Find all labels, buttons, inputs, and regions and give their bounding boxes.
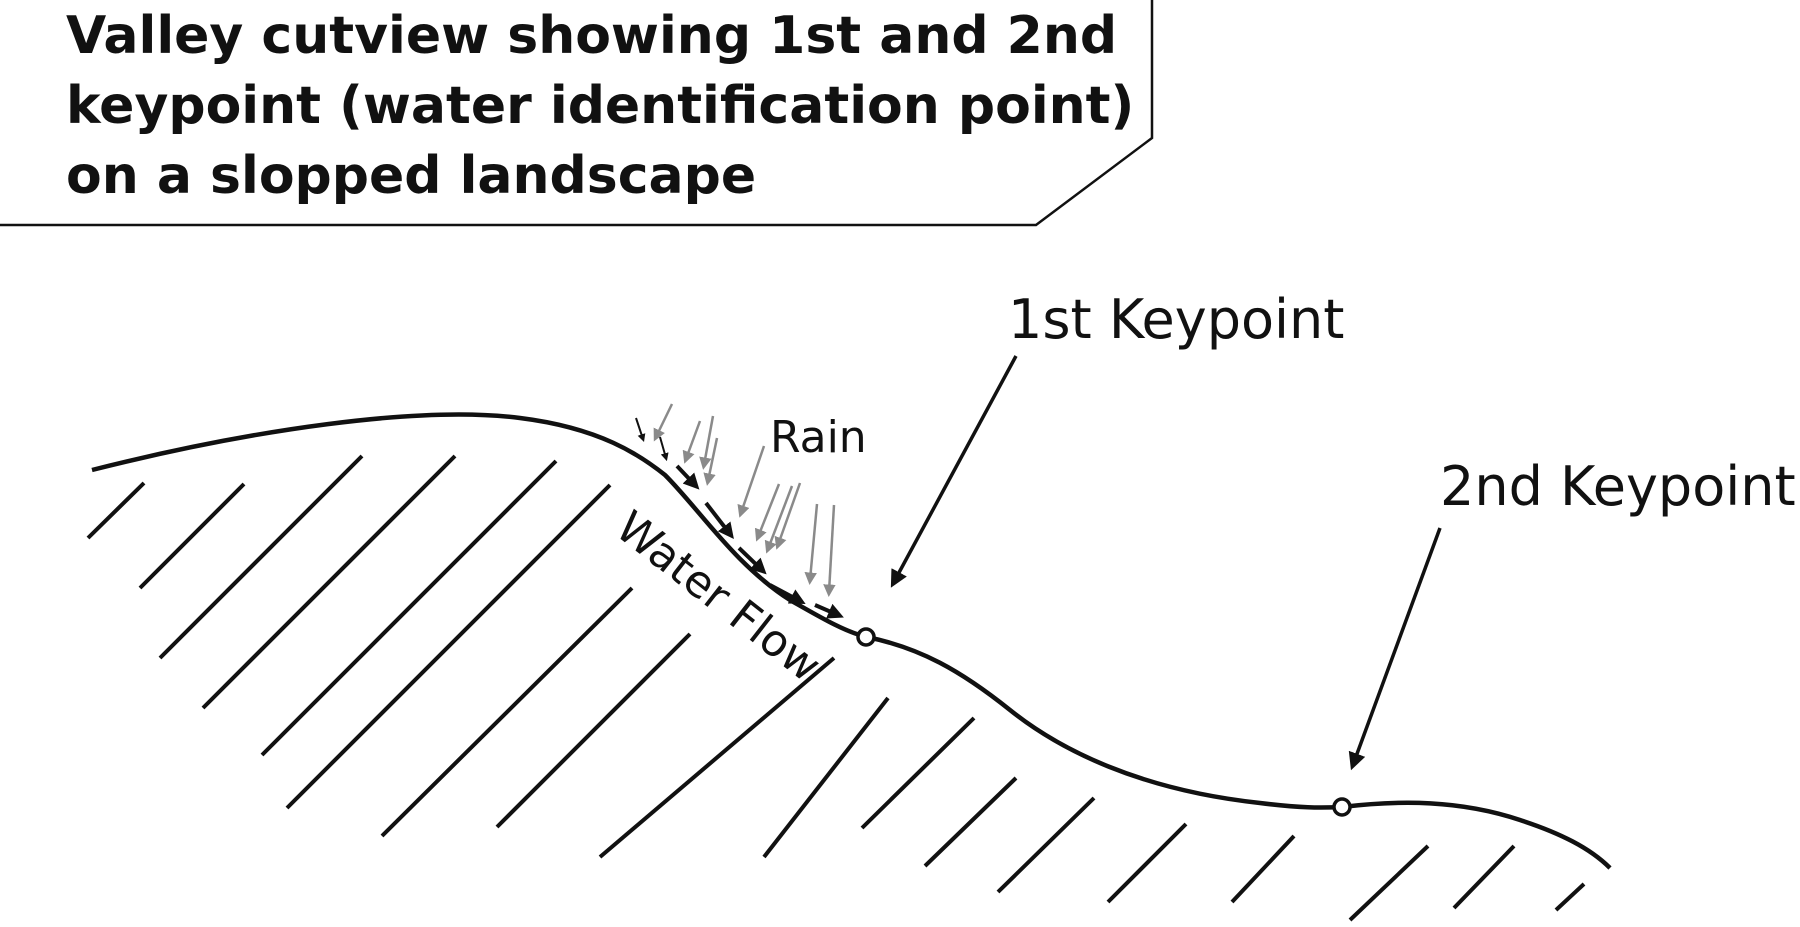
- hatch-line: [285, 483, 612, 810]
- hatch-line: [86, 481, 146, 540]
- title-line-3: on a slopped landscape: [66, 146, 756, 206]
- flow-arrow: [769, 583, 806, 605]
- rain-arrows: [653, 403, 836, 597]
- hatch-line: [923, 776, 1018, 868]
- hatch-line: [860, 716, 976, 830]
- keypoint-2-marker: [1332, 797, 1352, 817]
- hatch-line: [1230, 834, 1296, 904]
- rain-arrow: [804, 503, 819, 585]
- rain-streaks: [635, 417, 669, 462]
- hatch-line: [1554, 882, 1586, 912]
- ground-profile: [91, 412, 1612, 870]
- title-box-border: [0, 0, 1154, 227]
- hatch-line: [996, 796, 1096, 894]
- rain-arrow: [774, 482, 802, 550]
- hatch-line: [1452, 844, 1516, 910]
- rain-arrow: [754, 483, 781, 542]
- hatch-line: [1348, 844, 1430, 922]
- rain-arrow: [699, 415, 715, 470]
- hatch-line: [762, 696, 890, 859]
- hatch-line: [598, 656, 836, 859]
- water-flow-label: Water Flow: [606, 501, 830, 692]
- hatch-line: [1106, 822, 1188, 904]
- rain-streak: [635, 417, 646, 443]
- keypoint-2-pointer: [1348, 527, 1442, 771]
- rain-arrow: [703, 437, 719, 486]
- title-box: Valley cutview showing 1st and 2nd keypo…: [0, 0, 1154, 227]
- flow-arrow: [704, 501, 734, 540]
- keypoint-1-marker: [856, 627, 876, 647]
- keypoint-2-label: 2nd Keypoint: [1440, 455, 1796, 518]
- title-line-2: keypoint (water identification point): [66, 76, 1134, 136]
- hatch-line: [260, 459, 558, 757]
- flow-arrow: [737, 546, 767, 575]
- rain-arrow: [823, 504, 836, 597]
- rain-streak: [659, 436, 669, 462]
- flow-arrow: [814, 603, 844, 619]
- hatch-line: [158, 454, 364, 660]
- keypoint-1-label: 1st Keypoint: [1008, 288, 1344, 351]
- hatch-line: [201, 454, 457, 710]
- hatch-line: [138, 482, 246, 590]
- title-line-1: Valley cutview showing 1st and 2nd: [66, 6, 1117, 66]
- ground-hatching: [86, 454, 1586, 922]
- rain-arrow: [764, 485, 794, 554]
- hatch-line: [495, 632, 692, 829]
- rain-arrow: [737, 445, 766, 518]
- keypoint-1-pointer: [890, 355, 1018, 588]
- rain-arrow: [653, 403, 674, 442]
- rain-label: Rain: [770, 412, 867, 463]
- water-flow-arrows: [675, 464, 844, 619]
- flow-arrow: [675, 464, 700, 490]
- rain-arrow: [682, 420, 702, 464]
- hatch-line: [380, 586, 634, 838]
